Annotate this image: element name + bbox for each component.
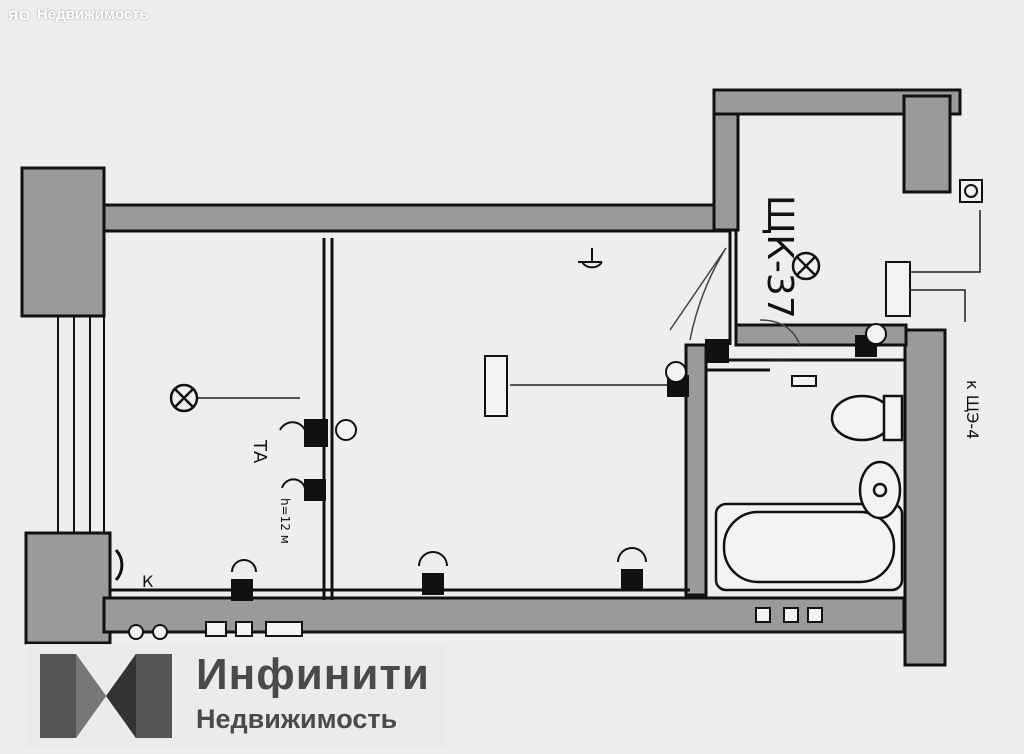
wall-southwest-block bbox=[24, 531, 112, 645]
floor-outlets bbox=[128, 607, 823, 640]
wall-top-corridor bbox=[102, 203, 732, 233]
switches bbox=[335, 323, 887, 441]
panel-boxes bbox=[484, 179, 983, 417]
wall-shaft-right bbox=[902, 94, 952, 194]
socket-icon bbox=[705, 339, 729, 363]
tv-label: ТА bbox=[249, 440, 270, 464]
ceiling-lamps bbox=[169, 251, 821, 413]
wiring bbox=[198, 210, 981, 399]
socket-icon bbox=[621, 569, 643, 591]
corner-label: К bbox=[142, 572, 154, 591]
door-swings bbox=[669, 247, 801, 346]
bathroom-fixtures bbox=[714, 394, 904, 592]
logo-banner: Инфинити Недвижимость bbox=[26, 644, 446, 748]
logo-mark-icon bbox=[40, 654, 172, 738]
wall-north-block bbox=[20, 166, 106, 318]
outer-walls bbox=[20, 88, 962, 667]
watermark-top: ЯО Недвижимость bbox=[8, 6, 149, 23]
logo-brand: Инфинити bbox=[196, 650, 430, 699]
corner-fixture bbox=[114, 548, 124, 582]
wall-east bbox=[903, 328, 947, 667]
socket-icon bbox=[422, 573, 444, 595]
hall-box bbox=[791, 375, 817, 387]
riser-label: к ЩЭ-4 bbox=[963, 380, 982, 440]
window-lines bbox=[57, 316, 105, 533]
bathroom-partition bbox=[684, 343, 708, 597]
switch-icon bbox=[335, 419, 357, 441]
switch-icon bbox=[665, 361, 687, 383]
socket-icon bbox=[231, 579, 253, 601]
ceiling-outlet bbox=[578, 248, 603, 269]
bathtub bbox=[714, 502, 904, 592]
lamp-hall-icon bbox=[791, 251, 821, 281]
socket-icon bbox=[304, 479, 326, 501]
watermark-logo-icon: ЯО bbox=[8, 6, 31, 23]
partitions bbox=[110, 230, 908, 600]
lamp-room-icon bbox=[169, 383, 199, 413]
socket-icon bbox=[304, 419, 328, 447]
panel-label: ЩК-37 bbox=[759, 195, 800, 319]
watermark-text: Недвижимость bbox=[36, 6, 149, 23]
shk-box bbox=[885, 261, 911, 317]
logo-subtitle: Недвижимость bbox=[196, 704, 398, 734]
media-box bbox=[484, 355, 508, 417]
height-label: h=12 м bbox=[278, 498, 292, 544]
switch-icon bbox=[865, 323, 887, 345]
